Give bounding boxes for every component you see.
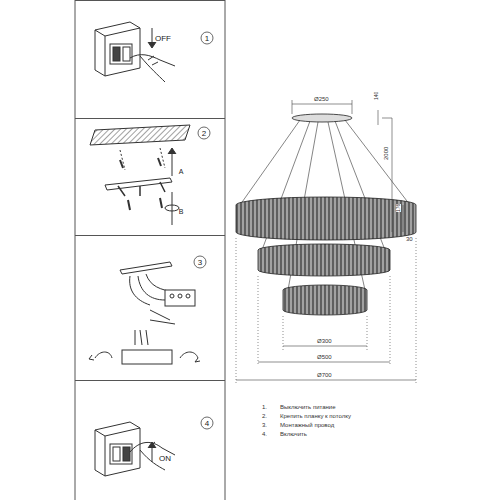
list-number: 4. <box>262 431 267 437</box>
list-item: Включить <box>280 431 307 437</box>
height-dimension: 176 <box>396 204 401 212</box>
step-circles <box>194 32 213 429</box>
list-number: 1. <box>262 404 267 410</box>
switch-off <box>95 22 175 82</box>
chandelier <box>236 114 416 315</box>
diameter-dimension: Ø300 <box>317 338 332 344</box>
height-dimension: 140 <box>374 92 379 100</box>
step-panel: 4ON <box>75 380 225 500</box>
step-panel: 2A B <box>75 118 225 235</box>
diameter-dimension: Ø500 <box>317 354 332 360</box>
list-number: 2. <box>262 413 267 419</box>
list-number: 3. <box>262 422 267 428</box>
height-dimension: 2000 <box>383 147 389 160</box>
dimension-lines <box>236 100 416 384</box>
step-number: 1 <box>205 35 209 43</box>
mounting-bracket <box>90 125 190 225</box>
step-panel: 1 OFF <box>75 0 225 118</box>
step-number: 2 <box>202 130 206 138</box>
frame <box>75 0 225 500</box>
list-item: Выключить питание <box>280 404 336 410</box>
diameter-dimension: Ø250 <box>314 96 329 102</box>
switch-on <box>95 422 175 476</box>
diameter-dimension: Ø700 <box>317 372 332 378</box>
switch-state: ON <box>159 455 171 463</box>
list-item: Монтажный провод <box>280 422 334 428</box>
switch-state: OFF <box>155 35 171 43</box>
step-number: 3 <box>198 259 202 267</box>
step-panel: 3 <box>75 235 225 380</box>
wiring <box>89 262 200 364</box>
list-item: Крепить планку к потолку <box>280 413 351 419</box>
step-number: 4 <box>205 420 209 428</box>
dimension-letter: A <box>179 168 184 175</box>
dimension-letter: B <box>179 208 184 215</box>
ring-height-dimension: 30 <box>406 236 413 242</box>
